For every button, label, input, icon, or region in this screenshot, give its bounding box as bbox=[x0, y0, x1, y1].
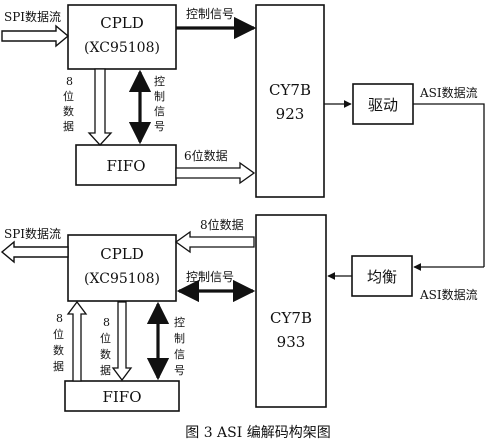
cy7b933-block: CY7B 933 bbox=[255, 214, 327, 408]
svg-text:据: 据 bbox=[63, 119, 74, 133]
driver-label: 驱动 bbox=[368, 96, 398, 114]
cy7b923-line1: CY7B bbox=[269, 81, 311, 99]
cy7b933-line1: CY7B bbox=[270, 309, 312, 327]
cy7b923-line2: 923 bbox=[276, 105, 305, 123]
six-bit-data-label: 6位数据 bbox=[184, 148, 228, 163]
spi-input-label: SPI数据流 bbox=[4, 9, 61, 24]
eight-bit-down-arrow-mid bbox=[111, 301, 133, 382]
eight-bit-vlabel-bottom-left: 8 位 数 据 bbox=[53, 312, 64, 373]
cpld-top-part: (XC95108) bbox=[84, 40, 160, 56]
svg-text:制: 制 bbox=[174, 332, 185, 345]
svg-text:8: 8 bbox=[66, 75, 73, 88]
svg-text:数: 数 bbox=[100, 348, 111, 361]
cpld-top-block: CPLD (XC95108) bbox=[67, 4, 177, 70]
control-signal-vlabel-top: 控 制 信 号 bbox=[154, 74, 165, 133]
eight-bit-data-arrow-mid bbox=[174, 230, 255, 254]
control-signal-vlabel-bottom: 控 制 信 号 bbox=[174, 315, 185, 377]
eight-bit-down-arrow-top bbox=[87, 68, 113, 146]
fifo-bottom-label: FIFO bbox=[102, 388, 141, 406]
asi-output-line bbox=[413, 103, 485, 267]
control-signal-label-top: 控制信号 bbox=[186, 7, 234, 21]
svg-text:数: 数 bbox=[53, 344, 64, 357]
svg-text:位: 位 bbox=[63, 89, 74, 103]
cy7b923-block: CY7B 923 bbox=[255, 4, 325, 198]
svg-text:号: 号 bbox=[154, 120, 165, 133]
cpld-bottom-title: CPLD bbox=[100, 245, 144, 263]
asi-input-label: ASI数据流 bbox=[419, 287, 478, 302]
svg-text:信: 信 bbox=[154, 105, 165, 118]
control-signal-label-bottom: 控制信号 bbox=[186, 270, 234, 284]
figure-caption: 图 3 ASI 编解码构架图 bbox=[185, 425, 331, 441]
svg-text:信: 信 bbox=[174, 348, 185, 361]
svg-text:控: 控 bbox=[154, 74, 165, 88]
spi-output-label: SPI数据流 bbox=[4, 226, 61, 241]
svg-text:据: 据 bbox=[53, 359, 64, 373]
cpld-bottom-block: CPLD (XC95108) bbox=[67, 234, 177, 302]
fifo-top-block: FIFO bbox=[75, 144, 177, 186]
svg-text:8: 8 bbox=[56, 312, 63, 325]
six-bit-data-arrow bbox=[175, 161, 256, 185]
eight-bit-up-arrow-left bbox=[66, 300, 88, 382]
svg-text:制: 制 bbox=[154, 90, 165, 103]
equalizer-label: 均衡 bbox=[367, 268, 397, 286]
svg-text:据: 据 bbox=[100, 363, 111, 377]
spi-output-arrow bbox=[0, 240, 69, 264]
fifo-bottom-block: FIFO bbox=[64, 380, 180, 412]
svg-text:位: 位 bbox=[53, 327, 64, 341]
eight-bit-data-label-mid: 8位数据 bbox=[200, 217, 244, 232]
cpld-top-title: CPLD bbox=[100, 14, 144, 32]
cpld-bottom-part: (XC95108) bbox=[84, 271, 160, 287]
cy7b933-line2: 933 bbox=[277, 333, 306, 351]
spi-input-arrow bbox=[1, 24, 70, 48]
svg-text:数: 数 bbox=[63, 105, 74, 118]
driver-block: 驱动 bbox=[352, 83, 414, 125]
eight-bit-label-top: 8 位 数 据 bbox=[63, 75, 74, 133]
svg-text:8: 8 bbox=[103, 316, 110, 329]
asi-output-label: ASI数据流 bbox=[419, 85, 478, 100]
fifo-top-label: FIFO bbox=[106, 157, 145, 175]
svg-text:号: 号 bbox=[174, 364, 185, 377]
equalizer-block: 均衡 bbox=[351, 255, 413, 297]
svg-text:控: 控 bbox=[174, 315, 185, 329]
svg-text:位: 位 bbox=[100, 331, 111, 345]
eight-bit-vlabel-bottom-mid: 8 位 数 据 bbox=[100, 316, 111, 377]
